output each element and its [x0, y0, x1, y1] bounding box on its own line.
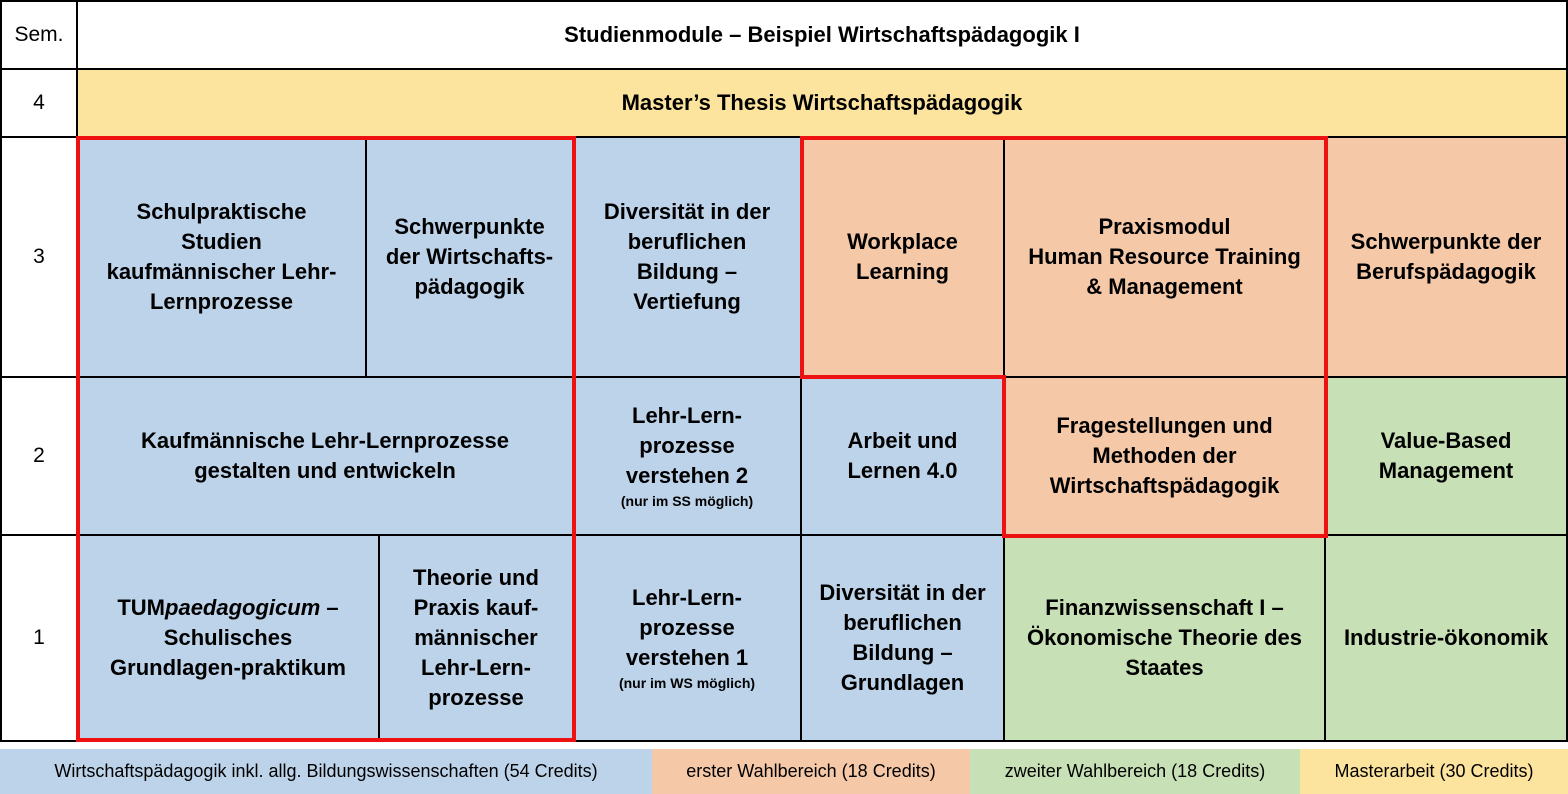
semester-1-label: 1 [2, 536, 78, 742]
module-note-ws: (nur im WS möglich) [618, 675, 756, 691]
module-tum-paedagogicum: TUMpaedagogicum – Schulisches Grundlagen… [78, 536, 380, 742]
legend-orange: erster Wahlbereich (18 Credits) [652, 749, 970, 794]
highlight-border-elective-step [800, 375, 1006, 379]
highlight-border-elective-top [800, 136, 1328, 140]
module-lehr-lernprozesse-verstehen-1: Lehr-Lern- prozesse verstehen 1 (nur im … [574, 536, 802, 742]
module-finanzwissenschaft: Finanzwissenschaft I – Ökonomische Theor… [1005, 536, 1326, 742]
module-praxismodul-hr: Praxismodul Human Resource Training & Ma… [1005, 138, 1326, 378]
semester-2-label: 2 [2, 378, 78, 536]
module-kaufm-lehr-lernprozesse-gestalten: Kaufmännische Lehr-Lernprozesse gestalte… [78, 378, 574, 536]
highlight-border-left-block-bottom [76, 738, 576, 742]
module-arbeit-und-lernen: Arbeit und Lernen 4.0 [802, 378, 1005, 536]
highlight-border-left-block-left [76, 136, 80, 742]
highlight-border-elective-right [1324, 136, 1328, 538]
module-value-based-management: Value-Based Management [1326, 378, 1568, 536]
module-note-ss: (nur im SS möglich) [620, 493, 754, 509]
highlight-border-elective-bottom [1002, 534, 1328, 538]
module-schwerpunkte-wirtschaftspaedagogik: Schwerpunkte der Wirtschafts- pädagogik [367, 138, 574, 378]
table-title: Studienmodule – Beispiel Wirtschaftspäda… [78, 2, 1568, 70]
semester-header: Sem. [2, 2, 78, 70]
module-diversitaet-grundlagen: Diversität in der beruflichen Bildung – … [802, 536, 1005, 742]
module-lehr-lernprozesse-verstehen-2: Lehr-Lern- prozesse verstehen 2 (nur im … [574, 378, 802, 536]
legend-yellow: Masterarbeit (30 Credits) [1300, 749, 1568, 794]
module-fragestellungen-methoden: Fragestellungen und Methoden der Wirtsch… [1005, 378, 1326, 536]
semester-4-label: 4 [2, 70, 78, 138]
module-theorie-praxis: Theorie und Praxis kauf- männischer Lehr… [380, 536, 574, 742]
module-workplace-learning: Workplace Learning [802, 138, 1005, 378]
highlight-border-left-block-right [572, 136, 576, 742]
legend-blue: Wirtschaftspädagogik inkl. allg. Bildung… [0, 749, 652, 794]
semester-3-label: 3 [2, 138, 78, 378]
module-industrieoekonomik: Industrie-ökonomik [1326, 536, 1568, 742]
highlight-border-elective-inner [1002, 375, 1006, 537]
module-diversitaet-vertiefung: Diversität in der beruflichen Bildung – … [574, 138, 802, 378]
legend-green: zweiter Wahlbereich (18 Credits) [970, 749, 1300, 794]
highlight-border-left-block-top [76, 136, 576, 140]
module-masters-thesis: Master’s Thesis Wirtschaftspädagogik [78, 70, 1568, 138]
module-schwerpunkte-berufspaedagogik: Schwerpunkte der Berufspädagogik [1326, 138, 1568, 378]
highlight-border-elective-left [800, 136, 804, 378]
table-frame [0, 0, 1568, 742]
module-schulpraktische-studien: Schulpraktische Studien kaufmännischer L… [78, 138, 367, 378]
